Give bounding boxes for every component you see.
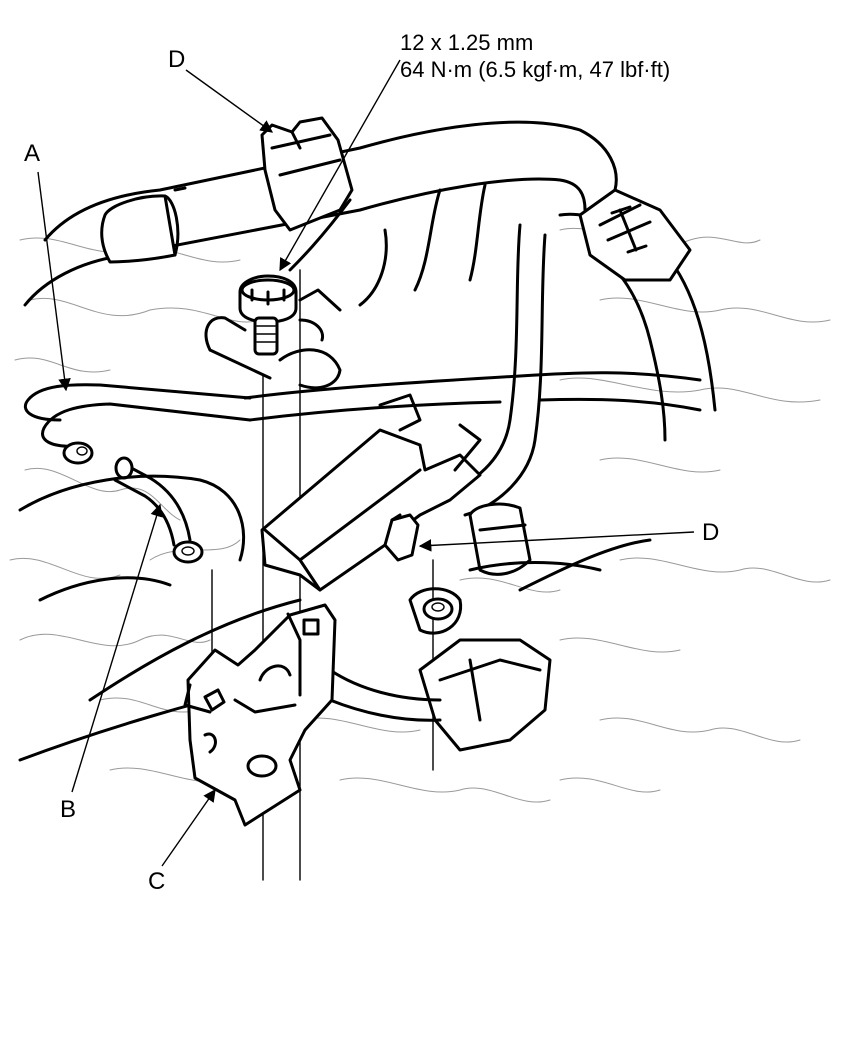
leader-bolt (279, 59, 401, 272)
engine-background (9, 228, 831, 803)
vacuum-hose-a (23, 383, 252, 465)
leader-c (161, 788, 216, 867)
callout-d-top: D (168, 46, 185, 73)
callout-c: C (148, 868, 165, 895)
hose-coupler-right (578, 188, 692, 282)
pipe-b (113, 456, 204, 564)
harness-bracket (260, 393, 482, 592)
hose-clamp-left (100, 186, 187, 264)
leader-d-top (185, 69, 274, 133)
upper-radiator-hose (23, 120, 717, 442)
leader-d-right (418, 531, 695, 552)
middle-hoses (288, 183, 547, 517)
sensor-connector-right (468, 502, 652, 592)
leader-lines (37, 59, 695, 867)
leader-b (71, 503, 163, 793)
upper-bracket (204, 288, 342, 390)
callout-b: B (60, 796, 76, 823)
callout-labels: A B C D D (24, 46, 719, 895)
clip-d-top (260, 116, 354, 232)
mount-hole (408, 587, 463, 635)
clip-d-right (383, 513, 420, 562)
bracket-c (183, 603, 337, 827)
wire-harness (243, 371, 702, 422)
callout-a: A (24, 140, 40, 167)
bolt-torque: 64 N·m (6.5 kgf·m, 47 lbf·ft) (400, 57, 670, 82)
flange-bolt (238, 274, 298, 356)
sensor-connector-lower (328, 638, 552, 752)
bolt-size: 12 x 1.25 mm (400, 30, 533, 55)
leader-a (37, 171, 71, 392)
torque-spec: 12 x 1.25 mm 64 N·m (6.5 kgf·m, 47 lbf·f… (400, 30, 670, 82)
callout-d-right: D (702, 519, 719, 546)
